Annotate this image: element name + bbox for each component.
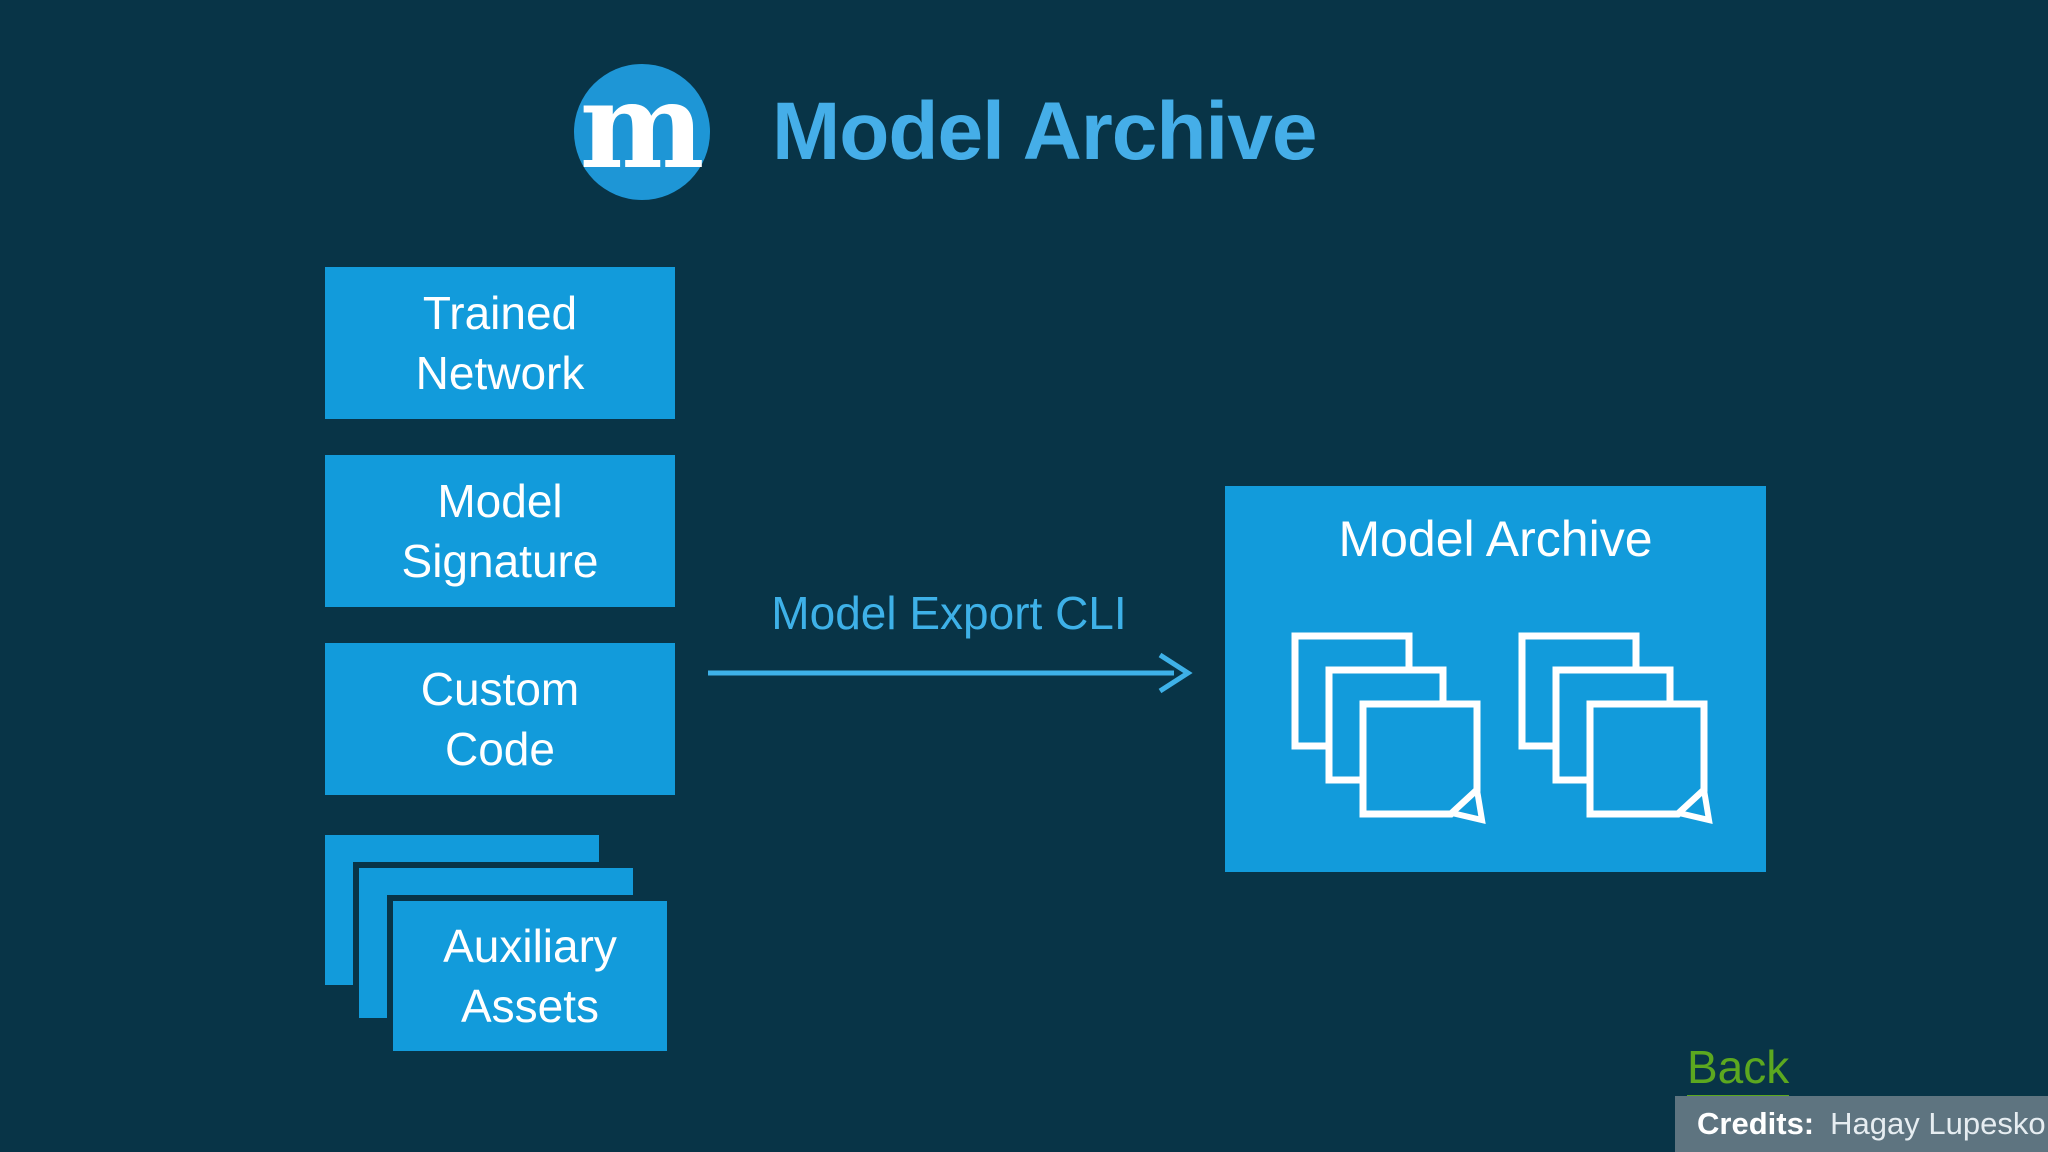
box-label: Trained Network (415, 287, 585, 399)
box-trained-network: Trained Network (325, 267, 675, 419)
box-model-signature: Model Signature (325, 455, 675, 607)
credits-label: Credits: (1697, 1106, 1815, 1141)
box-label: Auxiliary Assets (443, 920, 617, 1032)
document-stack-icon (1518, 632, 1713, 824)
document-stack-icon (1291, 632, 1486, 824)
logo-letter: m (579, 56, 705, 195)
arrow-right-icon (708, 652, 1193, 694)
page-title: Model Archive (772, 86, 1317, 177)
box-label: Model Signature (401, 475, 599, 587)
box-auxiliary-assets: Auxiliary Assets (319, 829, 679, 1057)
box-custom-code: Custom Code (325, 643, 675, 795)
model-archive-panel: Model Archive (1225, 486, 1766, 872)
header: m Model Archive (574, 64, 1317, 200)
flow-label: Model Export CLI (771, 587, 1127, 639)
stack-layer-front: Auxiliary Assets (387, 895, 673, 1057)
box-label: Custom Code (420, 663, 580, 775)
back-link[interactable]: Back (1687, 1040, 1790, 1099)
mxnet-logo-icon: m (574, 64, 710, 200)
panel-title: Model Archive (1338, 511, 1653, 567)
credits-value: Hagay Lupesko (1830, 1106, 2046, 1141)
credits-bar: Credits: Hagay Lupesko (1675, 1096, 2048, 1152)
